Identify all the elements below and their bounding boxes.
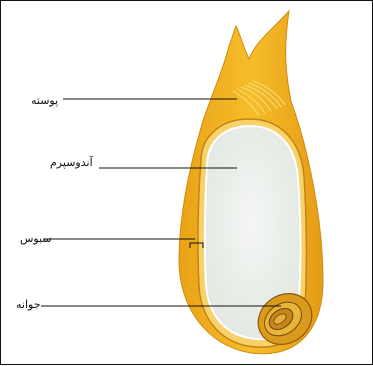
germ-label: جوانه: [16, 299, 41, 310]
husk-label: پوسته: [31, 95, 58, 106]
endosperm-label: آندوسپرم: [50, 157, 93, 168]
bran-label: سبوس: [20, 233, 52, 244]
